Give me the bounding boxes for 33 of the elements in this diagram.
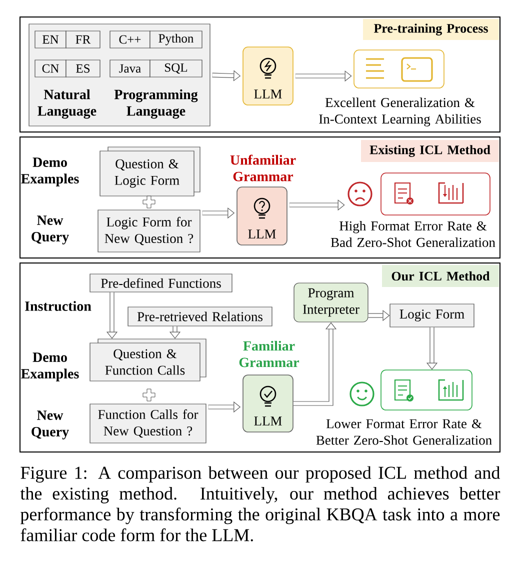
llm-box: LLM (236, 186, 288, 246)
result-text: Excellent Generalization & In-Context Learning Abilities (319, 98, 481, 126)
row-label: New Query (32, 216, 69, 244)
language-cell: Python (150, 30, 202, 48)
result-text: Lower Format Error Rate & Better Zero-Shot Generalization (316, 419, 492, 445)
language-cell: ES (66, 60, 100, 78)
language-cell: C++ (110, 30, 150, 48)
llm-box: LLM (242, 46, 294, 106)
llm-box: LLM (242, 374, 294, 432)
row-label: New Query (32, 410, 69, 440)
result-group (350, 370, 472, 410)
row-label: Demo Examples (21, 352, 79, 382)
language-cell: EN (34, 30, 66, 48)
figure-caption: Figure 1: A comparison between our proposed ICL method and the existing method. Intuitively, our method achieves better performance by transforming the original KBQA task into a more familiar code form for the LLM. (20, 466, 500, 542)
text-box: Pre-retrieved Relations (128, 306, 272, 326)
stacked-box: Question & Function Calls (90, 338, 206, 382)
text-box: Logic Form (390, 304, 474, 328)
grammar-label: Familiar Grammar (239, 340, 300, 368)
row-label: Demo Examples (21, 158, 79, 186)
language-cell: SQL (150, 60, 202, 78)
result-text: High Format Error Rate & Bad Zero-Shot Generalization (330, 221, 496, 247)
result-group (354, 50, 444, 88)
result-group (348, 172, 490, 216)
text-box: Pre-defined Functions (90, 274, 232, 292)
language-cell: CN (34, 60, 66, 78)
stacked-box: Question & Logic Form (100, 146, 200, 196)
text-box: Function Calls for New Question ? (90, 404, 206, 444)
language-cell: FR (66, 30, 100, 48)
text-box: Logic Form for New Question ? (98, 210, 200, 252)
row-label: Instruction (25, 301, 92, 311)
grammar-label: Unfamiliar Grammar (230, 154, 296, 182)
process-box: Program Interpreter (294, 282, 368, 322)
language-cell: Java (110, 60, 150, 78)
